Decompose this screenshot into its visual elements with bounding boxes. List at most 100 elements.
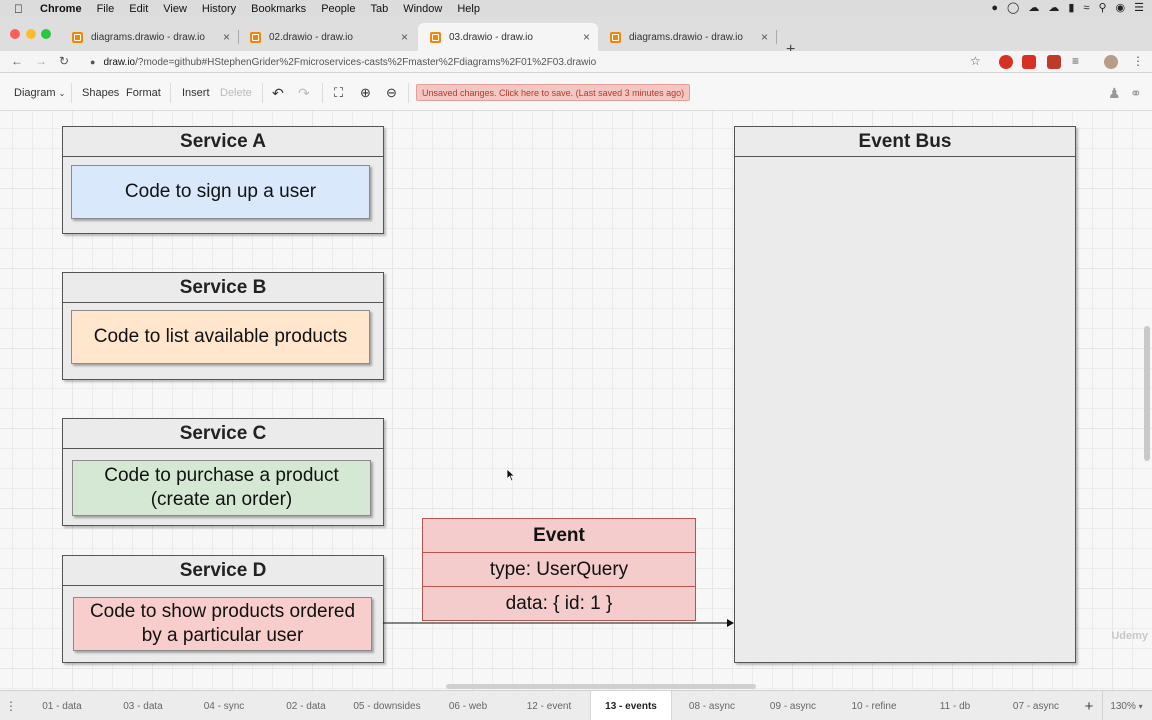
service-a-code-box[interactable]: Code to sign up a user: [71, 165, 370, 219]
drawio-favicon-icon: [430, 31, 441, 43]
code-box-text: Code to show products ordered by a parti…: [89, 601, 356, 646]
service-b-code-box[interactable]: Code to list available products: [71, 310, 370, 364]
url-path: /?mode=github#HStephenGrider%2Fmicroserv…: [135, 56, 597, 68]
cloud-icon[interactable]: ☁: [1028, 2, 1040, 14]
insert-button[interactable]: Insert: [182, 87, 210, 99]
toolbar-divider: [170, 83, 171, 103]
wifi-icon[interactable]: ≈: [1083, 2, 1090, 14]
toolbar-divider: [408, 83, 409, 103]
status-app-icon[interactable]: ●: [991, 2, 999, 14]
menu-window[interactable]: Window: [403, 2, 443, 15]
tab-title: 03.drawio - draw.io: [449, 31, 533, 43]
undo-icon[interactable]: ↶: [272, 85, 284, 101]
chevron-down-icon: ⌄: [58, 89, 66, 98]
new-tab-button[interactable]: +: [786, 41, 796, 58]
service-d-code-box[interactable]: Code to show products ordered by a parti…: [73, 597, 372, 651]
back-icon[interactable]: ←: [11, 54, 23, 68]
share-user-icon[interactable]: ♟: [1108, 85, 1121, 101]
service-c-code-box[interactable]: Code to purchase a product (create an or…: [72, 460, 371, 516]
glasses-icon[interactable]: ◯: [1007, 2, 1020, 14]
browser-tab[interactable]: 02.drawio - draw.io ×: [238, 23, 416, 51]
drawio-favicon-icon: [250, 31, 261, 43]
tab-title: diagrams.drawio - draw.io: [629, 31, 743, 43]
page-tab[interactable]: 01 - data: [42, 701, 82, 712]
delete-button[interactable]: Delete: [220, 87, 252, 99]
language-globe-icon[interactable]: ⚭: [1130, 85, 1142, 101]
notification-center-icon[interactable]: ☰: [1134, 2, 1144, 14]
code-box-text: Code to purchase a product (create an or…: [104, 465, 339, 510]
minimize-window-button[interactable]: [26, 29, 36, 39]
event-type-row: type: UserQuery: [423, 553, 695, 587]
spotlight-search-icon[interactable]: ⚲: [1098, 2, 1107, 14]
page-tab[interactable]: 03 - data: [123, 701, 163, 712]
zoom-window-button[interactable]: [41, 29, 51, 39]
diagram-canvas[interactable]: Service A Code to sign up a user Service…: [0, 111, 1152, 690]
toolbar-divider: [262, 83, 263, 103]
zoom-level-dropdown[interactable]: 130% ▾: [1102, 691, 1150, 720]
browser-tab[interactable]: diagrams.drawio - draw.io ×: [598, 23, 777, 51]
zoom-out-icon[interactable]: ⊖: [386, 85, 397, 100]
reading-list-icon[interactable]: ≡: [1072, 54, 1080, 68]
mouse-cursor-icon: [506, 468, 516, 482]
service-title: Service C: [63, 419, 383, 449]
forward-icon[interactable]: →: [35, 54, 47, 68]
close-tab-icon[interactable]: ×: [582, 30, 590, 44]
format-button[interactable]: Format: [126, 87, 161, 99]
page-tab[interactable]: 12 - event: [526, 701, 572, 712]
profile-avatar[interactable]: [1104, 55, 1118, 69]
event-card[interactable]: Event type: UserQuery data: { id: 1 }: [422, 518, 696, 621]
page-tab-active[interactable]: 13 - events: [590, 691, 672, 720]
close-tab-icon[interactable]: ×: [400, 30, 408, 44]
add-page-button[interactable]: +: [1084, 698, 1094, 715]
zoom-in-icon[interactable]: ⊕: [360, 85, 371, 100]
page-tab[interactable]: 08 - async: [688, 701, 736, 712]
fullscreen-icon[interactable]: ⛶: [334, 85, 344, 100]
menu-people[interactable]: People: [321, 2, 356, 15]
page-tab[interactable]: 04 - sync: [203, 701, 245, 712]
pages-menu-icon[interactable]: ⋮: [5, 699, 17, 713]
browser-tab-active[interactable]: 03.drawio - draw.io ×: [418, 23, 598, 51]
event-bus-container[interactable]: Event Bus: [734, 126, 1076, 663]
diagram-menu-button[interactable]: Diagram ⌄: [8, 82, 71, 104]
code-box-text: Code to sign up a user: [124, 181, 317, 202]
page-tab[interactable]: 07 - async: [1012, 701, 1060, 712]
page-tab[interactable]: 09 - async: [769, 701, 817, 712]
horizontal-scrollbar[interactable]: [446, 684, 756, 689]
lock-icon[interactable]: ●: [90, 57, 96, 67]
page-tab[interactable]: 11 - db: [939, 701, 971, 712]
unsaved-changes-banner[interactable]: Unsaved changes. Click here to save. (La…: [416, 84, 691, 101]
reload-icon[interactable]: ↻: [59, 54, 70, 68]
menu-app[interactable]: Chrome: [40, 2, 82, 15]
cloud-upload-icon[interactable]: ☁: [1048, 2, 1060, 14]
page-tab[interactable]: 02 - data: [286, 701, 326, 712]
menu-tab[interactable]: Tab: [370, 2, 389, 15]
menubar:  Chrome File Edit View History Bookmark…: [0, 0, 1152, 17]
page-tab[interactable]: 06 - web: [448, 701, 488, 712]
close-window-button[interactable]: [10, 29, 20, 39]
shapes-button[interactable]: Shapes: [82, 87, 120, 99]
menu-view[interactable]: View: [163, 2, 187, 15]
apple-icon[interactable]: : [14, 2, 28, 16]
menu-history[interactable]: History: [201, 2, 237, 15]
browser-tab[interactable]: diagrams.drawio - draw.io ×: [60, 23, 239, 51]
menu-help[interactable]: Help: [457, 2, 480, 15]
bookmark-star-icon[interactable]: ☆: [970, 54, 981, 68]
browser-menu-icon[interactable]: ⋮: [1132, 54, 1144, 68]
opera-extension-icon[interactable]: [999, 55, 1013, 69]
url-field[interactable]: ● draw.io/?mode=github#HStephenGrider%2F…: [80, 52, 992, 72]
vertical-scrollbar[interactable]: [1144, 326, 1150, 461]
redo-icon[interactable]: ↷: [298, 85, 310, 101]
close-tab-icon[interactable]: ×: [222, 30, 230, 44]
red-extension-icon[interactable]: [1022, 55, 1036, 69]
siri-icon[interactable]: ◉: [1115, 2, 1126, 14]
menu-file[interactable]: File: [96, 2, 115, 15]
close-tab-icon[interactable]: ×: [760, 30, 768, 44]
battery-icon[interactable]: ▮: [1068, 2, 1075, 14]
page-tab[interactable]: 10 - refine: [851, 701, 897, 712]
event-arrow[interactable]: [383, 616, 735, 630]
page-tab[interactable]: 05 - downsides: [353, 701, 421, 712]
menu-edit[interactable]: Edit: [129, 2, 149, 15]
menu-bookmarks[interactable]: Bookmarks: [251, 2, 307, 15]
shield-extension-icon[interactable]: [1047, 55, 1061, 69]
diagram-menu-label: Diagram: [14, 87, 56, 99]
